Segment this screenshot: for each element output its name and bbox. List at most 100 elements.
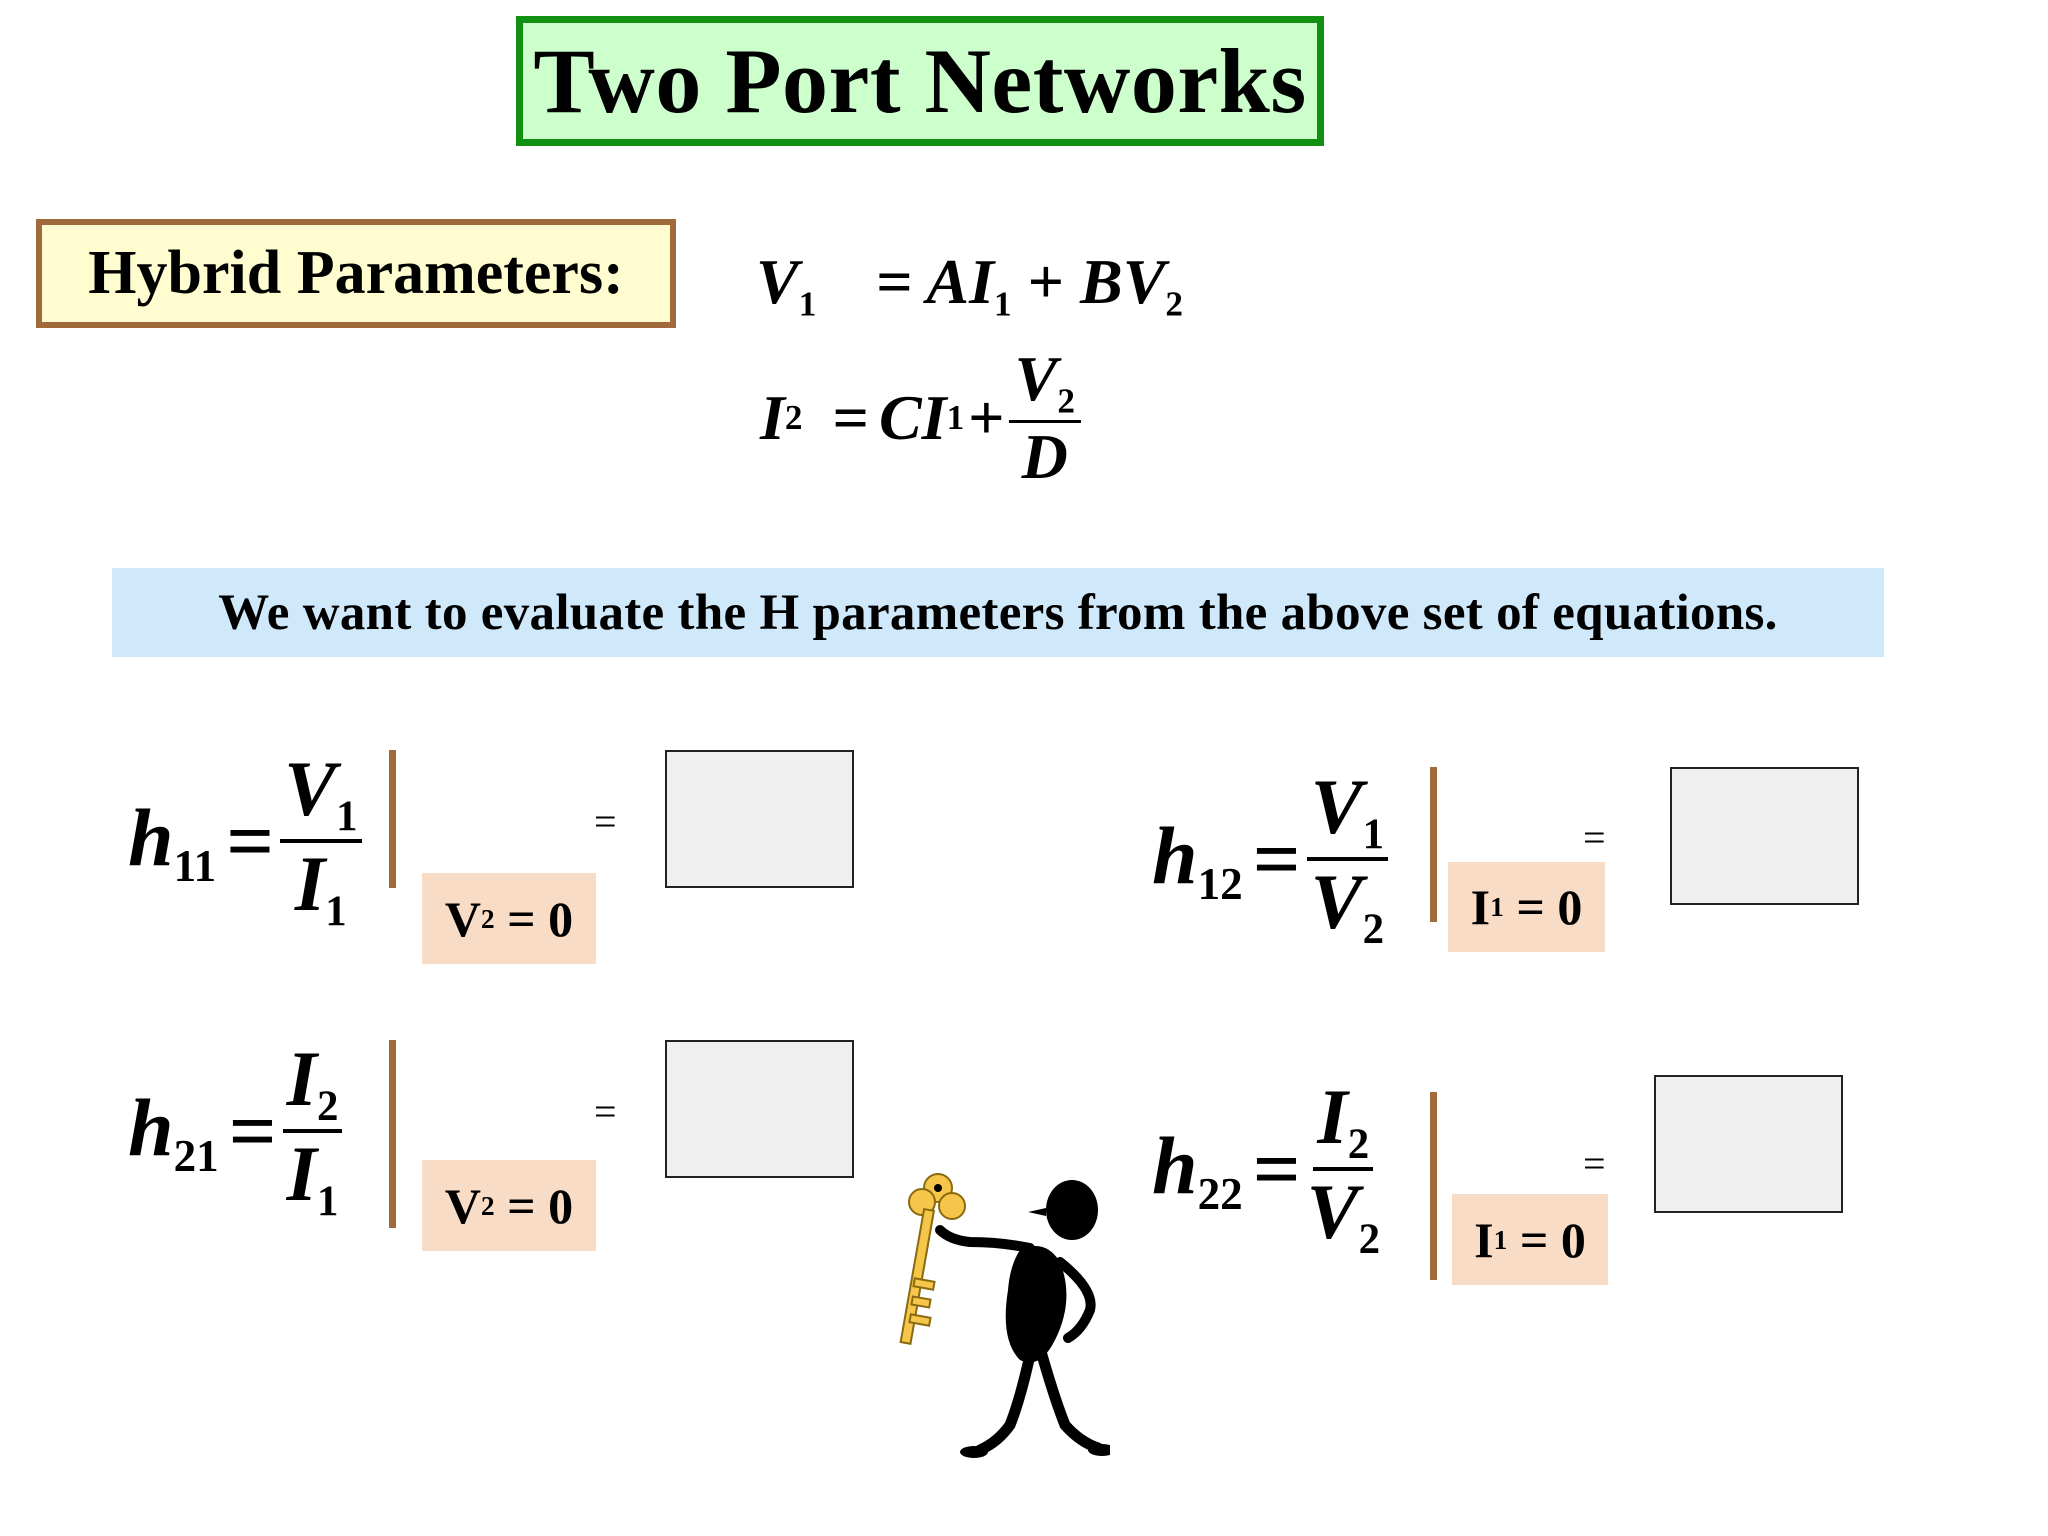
h22-expression: h22 = I2 V2 [1152, 1073, 1380, 1263]
page-title-text: Two Port Networks [533, 30, 1307, 132]
h22-letter: h [1152, 1119, 1198, 1211]
eq1-equals: = [876, 246, 913, 317]
section-label: Hybrid Parameters: [36, 219, 676, 328]
h21-num-var: I [286, 1035, 317, 1122]
h11-sub: 11 [173, 840, 217, 891]
h11-answer-box[interactable] [665, 750, 854, 888]
h22-num-var: I [1317, 1073, 1348, 1160]
h21-sub: 21 [173, 1130, 219, 1181]
eq1-term2-sub: 2 [1165, 284, 1183, 324]
h21-denominator: I1 [287, 1133, 339, 1224]
h12-answer-box[interactable] [1670, 767, 1859, 905]
h11-num-sub: 1 [336, 793, 358, 840]
h21-cond-var: V [444, 1177, 481, 1234]
h22-name: h22 [1152, 1119, 1243, 1220]
h11-numerator: V1 [280, 745, 362, 844]
h11-cond-var: V [444, 890, 481, 947]
h12-numerator: V1 [1306, 763, 1389, 862]
h11-denominator: I1 [295, 843, 347, 934]
h12-num-sub: 1 [1362, 811, 1385, 858]
h22-numerator: I2 [1313, 1073, 1374, 1172]
h21-eval-bar [389, 1040, 396, 1228]
equation-1: V1 = AI1 + BV2 [756, 245, 1183, 324]
h21-den-var: I [286, 1130, 317, 1218]
h11-name: h11 [128, 791, 216, 892]
h12-letter: h [1152, 809, 1198, 901]
section-label-text: Hybrid Parameters: [88, 239, 624, 307]
h21-num-sub: 2 [316, 1083, 339, 1130]
h12-cond-var: I [1470, 879, 1491, 935]
eq1-lhs: V [756, 246, 799, 317]
h12-expression: h12 = V1 V2 [1152, 763, 1389, 952]
key-icon [899, 1173, 966, 1345]
h12-den-sub: 2 [1362, 906, 1385, 954]
h12-cond-rest: = 0 [1503, 879, 1583, 935]
eq2-term1: CI [878, 381, 947, 453]
h22-cond-rest: = 0 [1507, 1211, 1586, 1268]
h22-cond-var: I [1474, 1211, 1494, 1268]
instruction-banner: We want to evaluate the H parameters fro… [112, 568, 1884, 657]
h12-eval-bar [1430, 767, 1437, 922]
h11-cond-rest: = 0 [494, 890, 574, 947]
h11-fraction: V1 I1 [280, 745, 362, 934]
h11-den-sub: 1 [325, 888, 347, 936]
eq1-term1: AI [926, 246, 994, 317]
eq2-lhs-sub: 2 [784, 397, 803, 437]
h11-den-var: I [294, 840, 326, 928]
h12-denominator: V2 [1311, 861, 1384, 952]
h21-equals: = [228, 1084, 277, 1178]
h21-numerator: I2 [282, 1035, 343, 1134]
eq1-term1-sub: 1 [993, 284, 1012, 324]
eq2-term1-sub: 1 [946, 397, 965, 437]
h21-result-equals: = [594, 1089, 617, 1134]
h11-cond-sub: 2 [480, 902, 495, 934]
h22-cond-sub: 1 [1493, 1223, 1508, 1255]
h22-fraction: I2 V2 [1307, 1073, 1380, 1263]
h21-letter: h [128, 1081, 174, 1173]
h22-answer-box[interactable] [1654, 1075, 1843, 1213]
eq2-fraction: V2 D [1008, 343, 1081, 493]
h21-answer-box[interactable] [665, 1040, 854, 1178]
page-title: Two Port Networks [516, 16, 1324, 146]
h12-fraction: V1 V2 [1306, 763, 1389, 952]
h21-cond-rest: = 0 [494, 1177, 574, 1234]
h12-sub: 12 [1197, 858, 1243, 909]
h12-cond-sub: 1 [1490, 891, 1504, 922]
eq1-plus: + [1027, 246, 1065, 317]
h11-result-equals: = [594, 799, 617, 844]
h12-den-var: V [1310, 858, 1363, 946]
h11-equals: = [226, 794, 275, 888]
h12-equals: = [1252, 812, 1301, 906]
h22-result-equals: = [1583, 1141, 1606, 1186]
h22-denominator: V2 [1307, 1171, 1380, 1262]
instruction-banner-text: We want to evaluate the H parameters fro… [218, 584, 1778, 641]
h22-den-sub: 2 [1358, 1216, 1381, 1264]
person-holding-key-icon [899, 1173, 1110, 1458]
eq1-term2: BV [1080, 246, 1166, 317]
eq1-lhs-sub: 1 [798, 284, 817, 324]
h11-eval-bar [389, 750, 396, 888]
h11-letter: h [128, 791, 174, 883]
h21-den-sub: 1 [316, 1178, 339, 1226]
h22-sub: 22 [1197, 1168, 1243, 1219]
h21-expression: h21 = I2 I1 [128, 1035, 343, 1224]
eq2-num-sub: 2 [1057, 381, 1075, 421]
eq2-num-var: V [1014, 343, 1058, 414]
h21-cond-sub: 2 [480, 1189, 495, 1221]
eq2-fraction-numerator: V2 [1008, 343, 1081, 424]
eq2-lhs: I [760, 381, 785, 453]
h22-den-var: V [1306, 1168, 1359, 1256]
eq2-equals: = [832, 381, 869, 453]
eq2-plus: + [968, 381, 1005, 453]
h11-num-var: V [284, 745, 337, 832]
h21-name: h21 [128, 1081, 219, 1182]
eq2-fraction-denominator: D [1021, 421, 1068, 493]
h12-num-var: V [1310, 763, 1363, 850]
h22-num-sub: 2 [1347, 1121, 1370, 1168]
h22-equals: = [1252, 1122, 1301, 1216]
